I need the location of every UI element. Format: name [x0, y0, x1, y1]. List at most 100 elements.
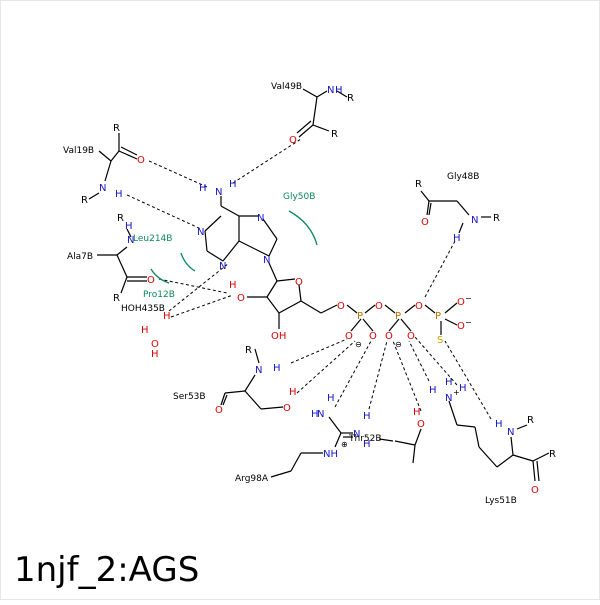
atom-o4: O: [295, 277, 303, 288]
gly48b-o: O: [421, 217, 429, 228]
gly48b-r2: R: [493, 213, 500, 224]
atom-o3a: O: [375, 301, 383, 312]
ala7b-r1: R: [117, 213, 124, 224]
ala7b-o: O: [147, 275, 155, 286]
lys51b-o: O: [531, 485, 539, 496]
ser53b-og: O: [283, 403, 291, 414]
val49b-r2: R: [331, 129, 338, 140]
charge-o3g: −: [465, 318, 472, 327]
ligand-atoms: N H H N N N N O O H OH O P O P O P O O −…: [197, 179, 472, 349]
hoh-h2: H: [141, 325, 149, 336]
atom-o2g: O: [457, 297, 465, 308]
arg98a-charge: ⊕: [341, 440, 348, 449]
label-ala7b: Ala7B: [67, 252, 93, 262]
residue-val19b: Val19B R O N H R: [63, 123, 145, 206]
atom-h6b: H: [229, 179, 237, 190]
ligand-bonds: [204, 196, 458, 335]
arg98a-h3: H: [363, 411, 371, 422]
hoh-h1: H: [163, 311, 171, 322]
lys51b-n: N: [507, 427, 514, 438]
val49b-r1: R: [347, 93, 354, 104]
atom-o3: OH: [271, 331, 286, 342]
val19b-o: O: [137, 155, 145, 166]
val49b-n: N: [327, 85, 334, 96]
hydrogen-bonds: [126, 138, 492, 420]
lys51b-h: H: [495, 419, 503, 430]
val19b-n: N: [99, 183, 106, 194]
atom-n3: N: [219, 261, 226, 272]
residue-hoh435b: HOH435B H H O H: [121, 304, 171, 360]
ser53b-hg: H: [289, 387, 297, 398]
arg98a-nh1: N: [317, 409, 324, 420]
residue-bonds: [88, 88, 550, 482]
arg98a-ne: NH: [323, 449, 338, 460]
hydrophobic-contacts: [150, 210, 318, 284]
atom-o1a: O: [345, 331, 353, 342]
residue-ala7b: Ala7B R H N O R: [67, 213, 155, 304]
atom-o2: O: [237, 293, 245, 304]
hoh-h3: H: [151, 349, 159, 360]
label-hoh435b: HOH435B: [121, 304, 165, 314]
atom-pg: P: [435, 311, 441, 322]
residue-thr52b: Thr52B O H: [348, 407, 425, 444]
atom-n9: N: [263, 255, 270, 266]
atom-o1b: O: [385, 331, 393, 342]
ser53b-r: R: [245, 345, 252, 356]
atom-o5: O: [337, 301, 345, 312]
ala7b-n: N: [127, 235, 134, 246]
residue-val49b: Val49B N H R R O: [271, 82, 354, 146]
label-leu214b: Leu214B: [133, 234, 172, 244]
charge-o1b: ⊖: [395, 340, 402, 349]
val19b-r1: R: [113, 123, 120, 134]
thr52b-hg: H: [413, 407, 421, 418]
ser53b-h: H: [273, 363, 281, 374]
label-lys51b: Lys51B: [485, 496, 517, 506]
atom-o2h: H: [229, 280, 237, 291]
arg98a-h1: H: [311, 409, 319, 420]
gly48b-n: N: [471, 215, 478, 226]
label-val19b: Val19B: [63, 146, 94, 156]
lys51b-nz: N: [445, 393, 452, 404]
lys51b-r2: R: [549, 449, 556, 460]
diagram-title: 1njf_2:AGS: [14, 550, 200, 590]
lys51b-hz3: H: [459, 383, 467, 394]
ala7b-h: H: [125, 221, 133, 232]
gly48b-h: H: [453, 233, 461, 244]
lys51b-hz1: H: [429, 385, 437, 396]
atom-h6a: H: [199, 183, 207, 194]
arg98a-h2: H: [327, 393, 335, 404]
residue-lys51b: Lys51B N + H H H N H R R O: [429, 377, 556, 506]
label-ser53b: Ser53B: [173, 392, 206, 402]
atom-o3g: O: [457, 321, 465, 332]
thr52b-og: O: [417, 419, 425, 430]
label-gly50b: Gly50B: [283, 192, 315, 202]
val49b-h: H: [335, 85, 343, 96]
val19b-r2: R: [81, 195, 88, 206]
residue-arg98a: Arg98A NH ⊕ N H H N H H: [235, 393, 371, 484]
atom-s1g: S: [437, 335, 443, 346]
atom-o2a: O: [369, 331, 377, 342]
label-thr52b: Thr52B: [348, 434, 382, 444]
atom-pb: P: [395, 311, 401, 322]
label-val49b: Val49B: [271, 82, 302, 92]
atom-n7: N: [257, 213, 264, 224]
arg98a-h4: H: [363, 439, 371, 450]
atom-n1: N: [197, 227, 204, 238]
lys51b-charge: +: [453, 388, 460, 397]
hoh-o: O: [151, 339, 159, 350]
atom-n6: N: [215, 187, 222, 198]
val49b-o: O: [289, 135, 297, 146]
arg98a-nh2: N: [353, 429, 360, 440]
atom-o2b: O: [407, 331, 415, 342]
label-arg98a: Arg98A: [235, 474, 269, 484]
gly48b-r1: R: [415, 179, 422, 190]
charge-o1a: ⊖: [355, 340, 362, 349]
charge-o2g: −: [465, 294, 472, 303]
atom-o3b: O: [415, 301, 423, 312]
label-pro12b: Pro12B: [143, 290, 175, 300]
atom-pa: P: [357, 311, 363, 322]
ala7b-r2: R: [113, 293, 120, 304]
label-gly48b: Gly48B: [447, 172, 479, 182]
